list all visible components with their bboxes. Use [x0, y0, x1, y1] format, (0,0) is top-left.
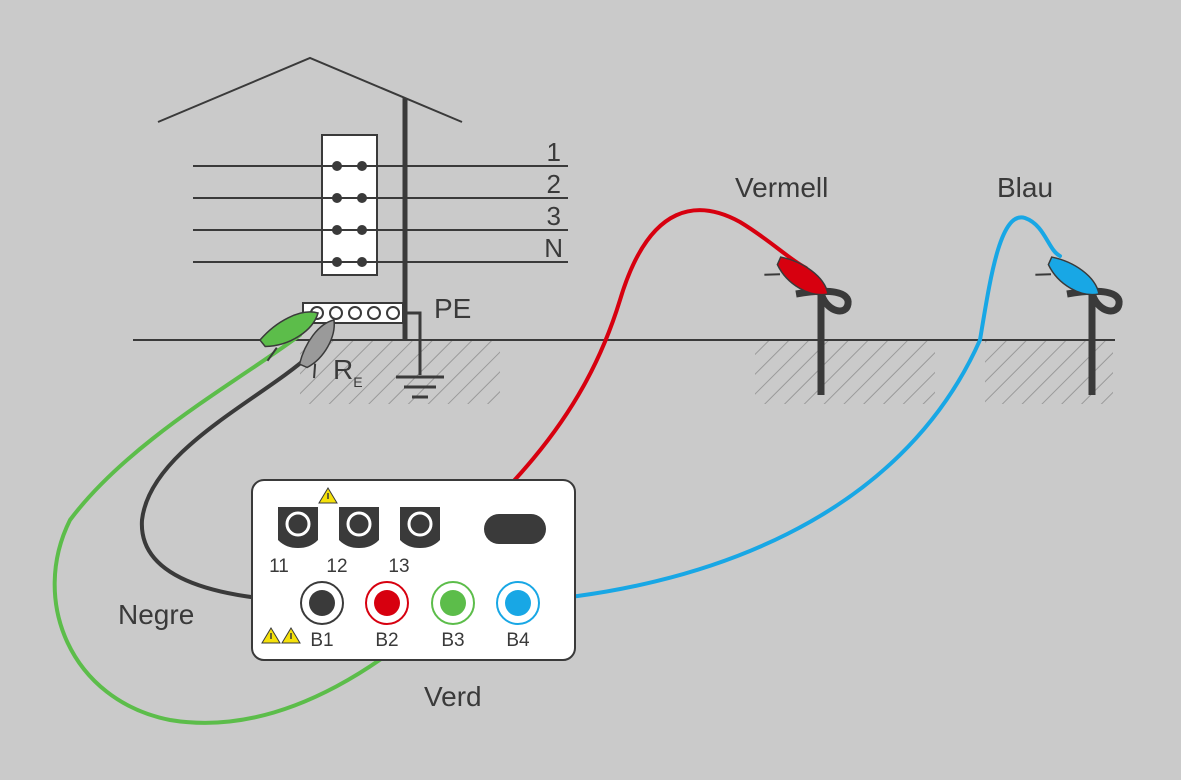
blue-clip	[1035, 256, 1100, 296]
terminal-label-13: 13	[388, 556, 409, 577]
double-warning-icon	[261, 627, 301, 644]
label-blau: Blau	[997, 172, 1053, 203]
terminal-label-b1: B1	[310, 630, 333, 651]
red-clip	[764, 256, 829, 296]
terminal-dots	[332, 161, 367, 267]
black-cable	[139, 353, 322, 604]
ground-hatch-house	[300, 340, 500, 404]
phase-label-n: N	[544, 233, 563, 263]
green-clip	[259, 311, 319, 362]
terminal-label-b4: B4	[506, 630, 530, 651]
house-roof	[157, 56, 463, 123]
label-negre: Negre	[118, 599, 194, 630]
socket-11[interactable]	[278, 507, 318, 548]
phase-conductors	[193, 165, 568, 263]
terminal-b3[interactable]	[431, 581, 475, 625]
re-label: RE	[333, 354, 363, 390]
pe-conductor	[403, 311, 422, 375]
terminal-label-b3: B3	[441, 630, 464, 651]
terminal-label-12: 12	[326, 556, 347, 577]
terminal-b2[interactable]	[365, 581, 409, 625]
terminal-b4[interactable]	[496, 581, 540, 625]
terminal-b1[interactable]	[300, 581, 344, 625]
gray-clip	[298, 319, 335, 379]
house: 1 2 3 N PE RE	[157, 56, 568, 399]
terminal-label-b2: B2	[375, 630, 398, 651]
label-vermell: Vermell	[735, 172, 828, 203]
phase-label-1: 1	[547, 137, 561, 167]
earth-symbol	[396, 375, 444, 399]
phase-label-2: 2	[547, 169, 561, 199]
warning-icon	[318, 487, 338, 504]
ground-hatch-red-probe	[755, 340, 935, 404]
phase-label-3: 3	[547, 201, 561, 231]
blue-cable	[516, 215, 1062, 604]
display-window	[484, 514, 546, 544]
green-cable	[52, 333, 452, 725]
pe-label: PE	[434, 293, 471, 324]
distribution-board	[321, 134, 378, 276]
socket-12[interactable]	[339, 507, 379, 548]
terminal-label-11: 11	[269, 556, 289, 577]
cables	[52, 208, 1062, 725]
socket-13[interactable]	[400, 507, 440, 548]
label-verd: Verd	[424, 681, 482, 712]
instrument-panel: 11 12 13 B1 B2 B3 B4	[251, 479, 576, 661]
